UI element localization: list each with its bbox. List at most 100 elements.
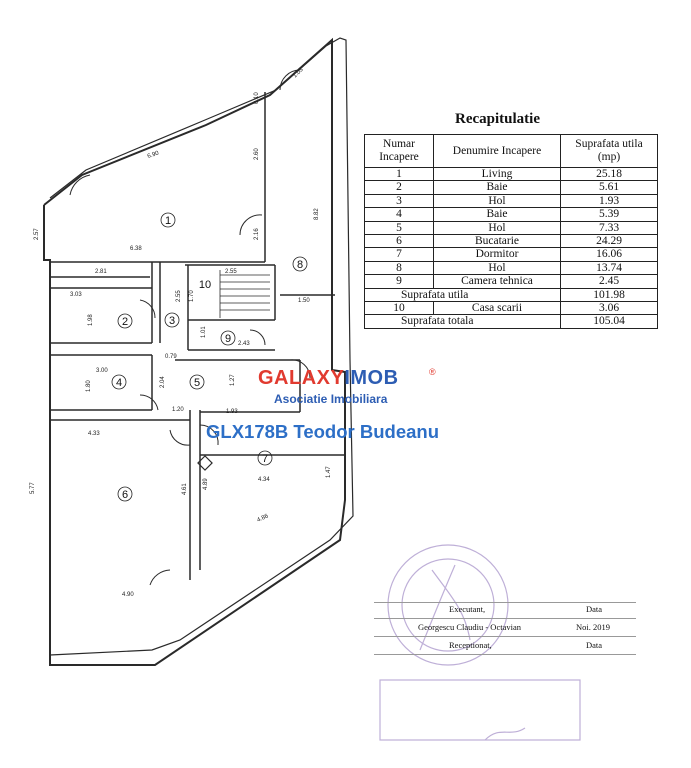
dimension-label: 4.89 <box>203 478 209 490</box>
cell-area: 16.06 <box>560 247 658 262</box>
dimension-label: 4.90 <box>122 592 134 598</box>
cell-number: 6 <box>364 234 434 249</box>
receptionat-label: Receptionat, <box>449 640 492 650</box>
summary-useful-value: 101.98 <box>560 287 658 303</box>
cell-number: 7 <box>364 247 434 262</box>
date-label-2: Data <box>586 640 603 650</box>
table-header-row: Numar Incapere Denumire Incapere Suprafa… <box>364 134 658 168</box>
cell-area: 13.74 <box>560 260 658 276</box>
room-labels: 1 2 3 4 5 6 7 8 9 10 <box>111 212 308 502</box>
executant-name: Georgescu Claudiu - Octavian <box>418 622 521 632</box>
dimension-label: 4.86 <box>256 513 270 524</box>
cell-number: 4 <box>364 207 434 222</box>
dimension-label: 3.00 <box>96 368 108 374</box>
dimension-label: 1.27 <box>230 374 236 386</box>
dimension-label: 5.77 <box>30 482 36 494</box>
dimension-label: 2.81 <box>95 269 107 275</box>
room-4-label: 4 <box>116 377 122 389</box>
dimension-label: 4.61 <box>182 483 188 495</box>
dimension-label: 1.80 <box>86 380 92 392</box>
date-label-1: Data <box>586 604 603 614</box>
room-8-label: 8 <box>297 259 303 271</box>
cell-name: Baie <box>433 180 561 195</box>
cell-number: 2 <box>364 180 434 195</box>
dimension-label: 2.04 <box>160 376 166 388</box>
room-5-label: 5 <box>194 377 200 389</box>
dimension-label: 2.43 <box>238 341 250 347</box>
header-number: Numar Incapere <box>364 134 434 168</box>
recap-title: Recapitulatie <box>455 111 540 127</box>
cell-number: 5 <box>364 220 434 236</box>
header-area: Suprafata utila (mp) <box>560 134 658 168</box>
dimension-label: 1.70 <box>189 290 195 302</box>
dimension-label: 4.33 <box>88 431 100 437</box>
executant-label: Executant, <box>449 604 486 614</box>
cell-area: 24.29 <box>560 234 658 249</box>
dimension-label: 4.34 <box>258 477 270 483</box>
recap-table: Numar Incapere Denumire Incapere Suprafa… <box>364 134 658 329</box>
stamp <box>379 544 581 741</box>
brand-part1: GALAXY <box>258 367 345 389</box>
dimension-label: 6.38 <box>130 246 142 252</box>
room-1-label: 1 <box>165 215 171 227</box>
cell-name: Hol <box>433 220 561 236</box>
cell-area: 5.39 <box>560 207 658 222</box>
stairs <box>219 270 270 318</box>
dimension-label: 1.93 <box>226 409 238 415</box>
dimension-label: 2.16 <box>254 228 260 240</box>
cell-name: Camera tehnica <box>433 274 561 289</box>
cell-area: 3.06 <box>560 301 658 316</box>
brand-part2: IMOB <box>344 367 399 389</box>
room-6-label: 6 <box>122 489 128 501</box>
cell-area: 2.45 <box>560 274 658 289</box>
kitchen-feature <box>197 455 213 471</box>
dimension-label: 1.50 <box>298 298 310 304</box>
dimension-label: 0.10 <box>254 92 260 104</box>
executant-date: Noi. 2019 <box>576 622 610 632</box>
signature-divider <box>374 618 636 619</box>
cell-number: 10 <box>364 301 434 316</box>
dimension-label: 0.79 <box>165 354 177 360</box>
brand-subtitle: Asociatie Imobiliara <box>274 392 388 406</box>
summary-total-value: 105.04 <box>560 314 658 329</box>
cell-area: 5.61 <box>560 180 658 195</box>
cell-number: 9 <box>364 274 434 289</box>
room-9-label: 9 <box>225 333 231 345</box>
summary-useful-label: Suprafata utila <box>364 287 561 303</box>
cell-name: Baie <box>433 207 561 222</box>
header-name: Denumire Incapere <box>433 134 561 168</box>
cell-area: 1.93 <box>560 193 658 209</box>
cell-area: 7.33 <box>560 220 658 236</box>
room-10-label: 10 <box>199 279 211 291</box>
summary-total-label: Suprafata totala <box>364 314 561 329</box>
cell-number: 3 <box>364 193 434 209</box>
listing-code: GLX178B Teodor Budeanu <box>206 421 439 442</box>
registered-mark: ® <box>429 367 436 377</box>
dimension-label: 2.60 <box>254 148 260 160</box>
room-3-label: 3 <box>169 315 175 327</box>
dimension-labels: 6.90 2.60 2.57 6.38 2.16 2.81 2.55 8.82 … <box>30 66 332 598</box>
dimension-label: 1.03 <box>292 66 305 79</box>
dimension-label: 1.20 <box>172 407 184 413</box>
outer-walls <box>43 37 354 666</box>
cell-area: 25.18 <box>560 166 658 182</box>
dimension-label: 2.55 <box>176 290 182 302</box>
dimension-label: 2.55 <box>225 269 237 275</box>
cell-number: 8 <box>364 260 434 276</box>
cell-name: Casa scarii <box>433 301 561 316</box>
dimension-label: 8.82 <box>314 208 320 220</box>
inner-walls <box>50 92 345 580</box>
dimension-label: 1.47 <box>326 466 332 478</box>
dimension-label: 2.57 <box>34 228 40 240</box>
room-2-label: 2 <box>122 316 128 328</box>
